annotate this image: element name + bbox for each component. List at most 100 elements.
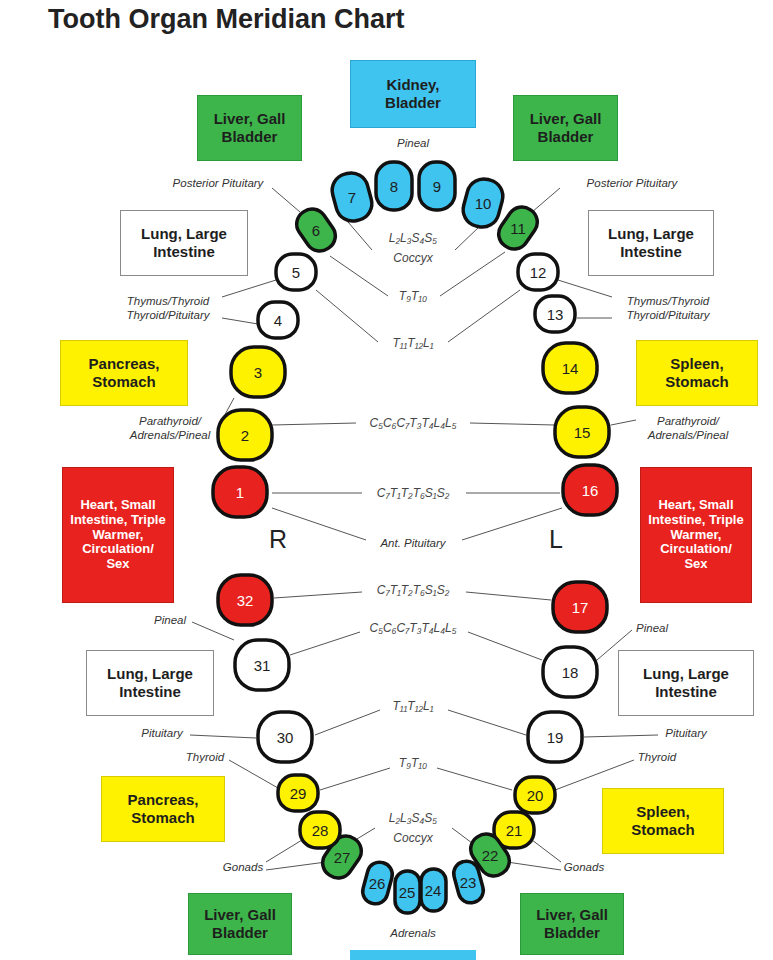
leader-line <box>222 280 276 297</box>
organ-box: Liver, Gall Bladder <box>520 893 624 955</box>
organ-name: Lung, Large Intestine <box>87 665 213 701</box>
leader-line <box>448 290 520 342</box>
organ-box: Lung, Large Intestine <box>120 210 248 276</box>
tooth: 26 <box>363 860 392 906</box>
tooth-number: 32 <box>237 593 254 608</box>
gland-label: Thyroid <box>186 750 224 764</box>
tooth: 28 <box>298 810 342 850</box>
gland-label: Pineal <box>154 613 186 627</box>
leader-line <box>470 423 555 425</box>
tooth-number: 19 <box>547 730 564 745</box>
leader-line <box>437 768 512 790</box>
tooth-shape <box>563 465 617 515</box>
tooth-number: 13 <box>547 307 564 322</box>
tooth-number: 5 <box>292 265 300 280</box>
tooth: 29 <box>276 773 320 813</box>
tooth-number: 1 <box>236 485 244 500</box>
tooth-shape <box>258 712 312 762</box>
tooth: 2 <box>216 408 274 462</box>
tooth-number: 23 <box>460 875 477 890</box>
tooth-number: 22 <box>482 848 499 863</box>
tooth: 20 <box>513 775 557 815</box>
tooth-shape <box>419 162 455 210</box>
leader-line <box>577 318 612 319</box>
tooth: 31 <box>233 638 291 692</box>
tooth-shape <box>359 859 394 906</box>
tooth-number: 10 <box>475 196 492 211</box>
spine-label: C₇T₁T₂T₆S₁S₂ <box>377 583 449 598</box>
organ-box: Spleen, Stomach <box>636 340 758 406</box>
gland-label: Parathyroid/ Adrenals/Pineal <box>641 414 736 443</box>
leader-line <box>611 420 636 425</box>
leader-line <box>348 222 372 250</box>
spine-label: T₁₁T₁₂L₁ <box>392 336 433 351</box>
organ-box: Liver, Gall Bladder <box>188 893 292 955</box>
leader-line <box>190 735 256 738</box>
tooth-number: 16 <box>582 483 599 498</box>
leader-line <box>555 760 634 790</box>
leader-line <box>272 423 356 425</box>
tooth-number: 27 <box>334 850 351 865</box>
tooth-number: 28 <box>312 823 329 838</box>
gland-label: Posterior Pituitary <box>587 176 678 190</box>
tooth-shape <box>300 812 340 848</box>
gland-label: Parathyroid/ Adrenals/Pineal <box>123 414 218 443</box>
leader-line <box>266 862 326 870</box>
tooth-number: 14 <box>562 361 579 376</box>
gland-label: Pineal <box>397 136 429 150</box>
gland-label: Gonads <box>564 860 604 874</box>
chart-title: Tooth Organ Meridian Chart <box>48 4 405 35</box>
spine-label: C₅C₆C₇T₃T₄L₄L₅ <box>369 621 456 636</box>
tooth-number: 11 <box>510 221 526 236</box>
organ-name: Spleen, Stomach <box>603 803 723 839</box>
organ-box: Kidney, Bladder <box>350 60 476 128</box>
spine-label: L₂L₃S₄S₅ <box>389 811 437 826</box>
organ-box: Lung, Large Intestine <box>588 210 714 276</box>
leader-line <box>272 188 300 212</box>
organ-name: Heart, Small Intestine, Triple Warmer, C… <box>641 498 751 573</box>
leader-line <box>532 840 561 862</box>
tooth: 12 <box>516 252 560 292</box>
organ-box: Liver, Gall Bladder <box>197 95 302 161</box>
organ-box: Spleen, Stomach <box>602 788 724 854</box>
tooth-number: 24 <box>425 883 442 898</box>
tooth: 17 <box>551 580 609 634</box>
gland-label: Thyroid <box>638 750 676 764</box>
spine-label: T₁₁T₁₂L₁ <box>392 699 433 714</box>
organ-box: Pancreas, Stomach <box>60 340 188 406</box>
tooth-shape <box>535 296 575 332</box>
spine-label: C₇T₁T₂T₆S₁S₂ <box>377 486 449 501</box>
tooth-number: 29 <box>290 786 307 801</box>
tooth-shape <box>231 347 285 397</box>
leader-line <box>274 592 362 598</box>
tooth-shape <box>213 467 267 517</box>
leader-line <box>192 622 234 640</box>
gland-label: Posterior Pituitary <box>173 176 264 190</box>
tooth: 24 <box>419 867 448 913</box>
leader-line <box>272 493 362 494</box>
organ-name: Spleen, Stomach <box>637 355 757 391</box>
spine-label: Coccyx <box>393 831 432 846</box>
tooth-number: 8 <box>390 179 398 194</box>
organ-name: Pancreas, Stomach <box>102 791 224 827</box>
tooth-shape <box>421 869 446 911</box>
tooth: 7 <box>332 171 372 223</box>
organ-name: Lung, Large Intestine <box>589 225 713 261</box>
side-letter: R <box>269 524 287 555</box>
tooth-number: 26 <box>369 876 386 891</box>
tooth-shape <box>459 175 506 231</box>
tooth: 6 <box>299 206 333 254</box>
leader-line <box>584 735 658 737</box>
tooth-shape <box>276 254 316 290</box>
organ-box: Heart, Small Intestine, Triple Warmer, C… <box>640 467 752 603</box>
leader-line <box>440 252 505 296</box>
gland-label: Adrenals <box>390 926 435 940</box>
leader-line <box>222 318 258 324</box>
tooth: 15 <box>553 405 611 459</box>
tooth: 19 <box>526 710 584 764</box>
gland-label: Pituitary <box>141 726 183 740</box>
tooth-number: 6 <box>312 223 320 238</box>
tooth: 18 <box>541 645 599 699</box>
tooth-number: 21 <box>506 823 523 838</box>
tooth-number: 20 <box>527 788 544 803</box>
